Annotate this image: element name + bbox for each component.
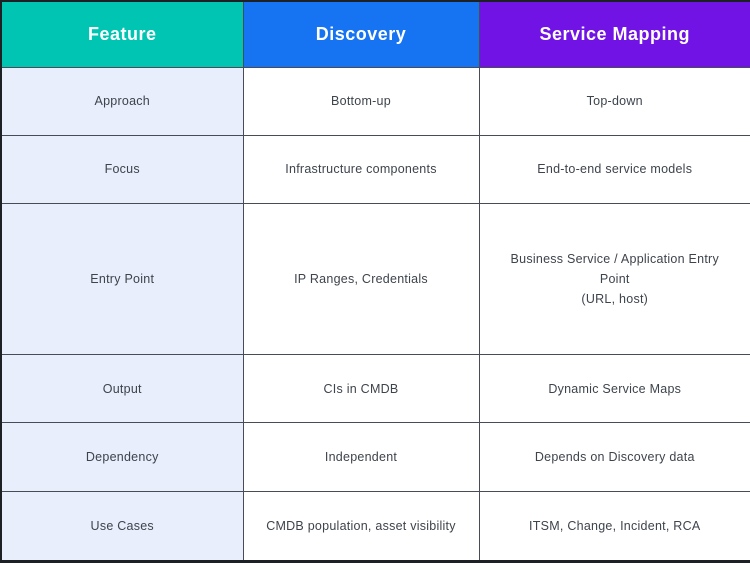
discovery-cell: IP Ranges, Credentials: [242, 203, 480, 356]
discovery-cell: Bottom-up: [242, 66, 480, 136]
discovery-cell: Infrastructure components: [242, 134, 480, 205]
service-mapping-cell: Depends on Discovery data: [478, 422, 750, 492]
feature-cell: Approach: [0, 66, 244, 136]
service-mapping-cell: Business Service / Application Entry Poi…: [478, 203, 750, 356]
header-row: Feature Discovery Service Mapping: [0, 0, 750, 68]
table-row-focus: Focus Infrastructure components End-to-e…: [0, 134, 750, 205]
table-row-approach: Approach Bottom-up Top-down: [0, 66, 750, 136]
service-mapping-cell: ITSM, Change, Incident, RCA: [478, 490, 750, 563]
table-row-dependency: Dependency Independent Depends on Discov…: [0, 422, 750, 492]
column-header-feature: Feature: [0, 0, 244, 68]
column-header-discovery: Discovery: [242, 0, 480, 68]
service-mapping-cell: End-to-end service models: [478, 134, 750, 205]
discovery-cell: Independent: [242, 422, 480, 492]
table-row-entry-point: Entry Point IP Ranges, Credentials Busin…: [0, 203, 750, 356]
service-mapping-cell: Dynamic Service Maps: [478, 354, 750, 424]
feature-cell: Dependency: [0, 422, 244, 492]
table-row-output: Output CIs in CMDB Dynamic Service Maps: [0, 354, 750, 424]
feature-cell: Focus: [0, 134, 244, 205]
discovery-cell: CIs in CMDB: [242, 354, 480, 424]
table-row-use-cases: Use Cases CMDB population, asset visibil…: [0, 490, 750, 563]
feature-cell: Entry Point: [0, 203, 244, 356]
feature-cell: Output: [0, 354, 244, 424]
service-mapping-cell: Top-down: [478, 66, 750, 136]
discovery-cell: CMDB population, asset visibility: [242, 490, 480, 563]
feature-cell: Use Cases: [0, 490, 244, 563]
column-header-service-mapping: Service Mapping: [478, 0, 750, 68]
